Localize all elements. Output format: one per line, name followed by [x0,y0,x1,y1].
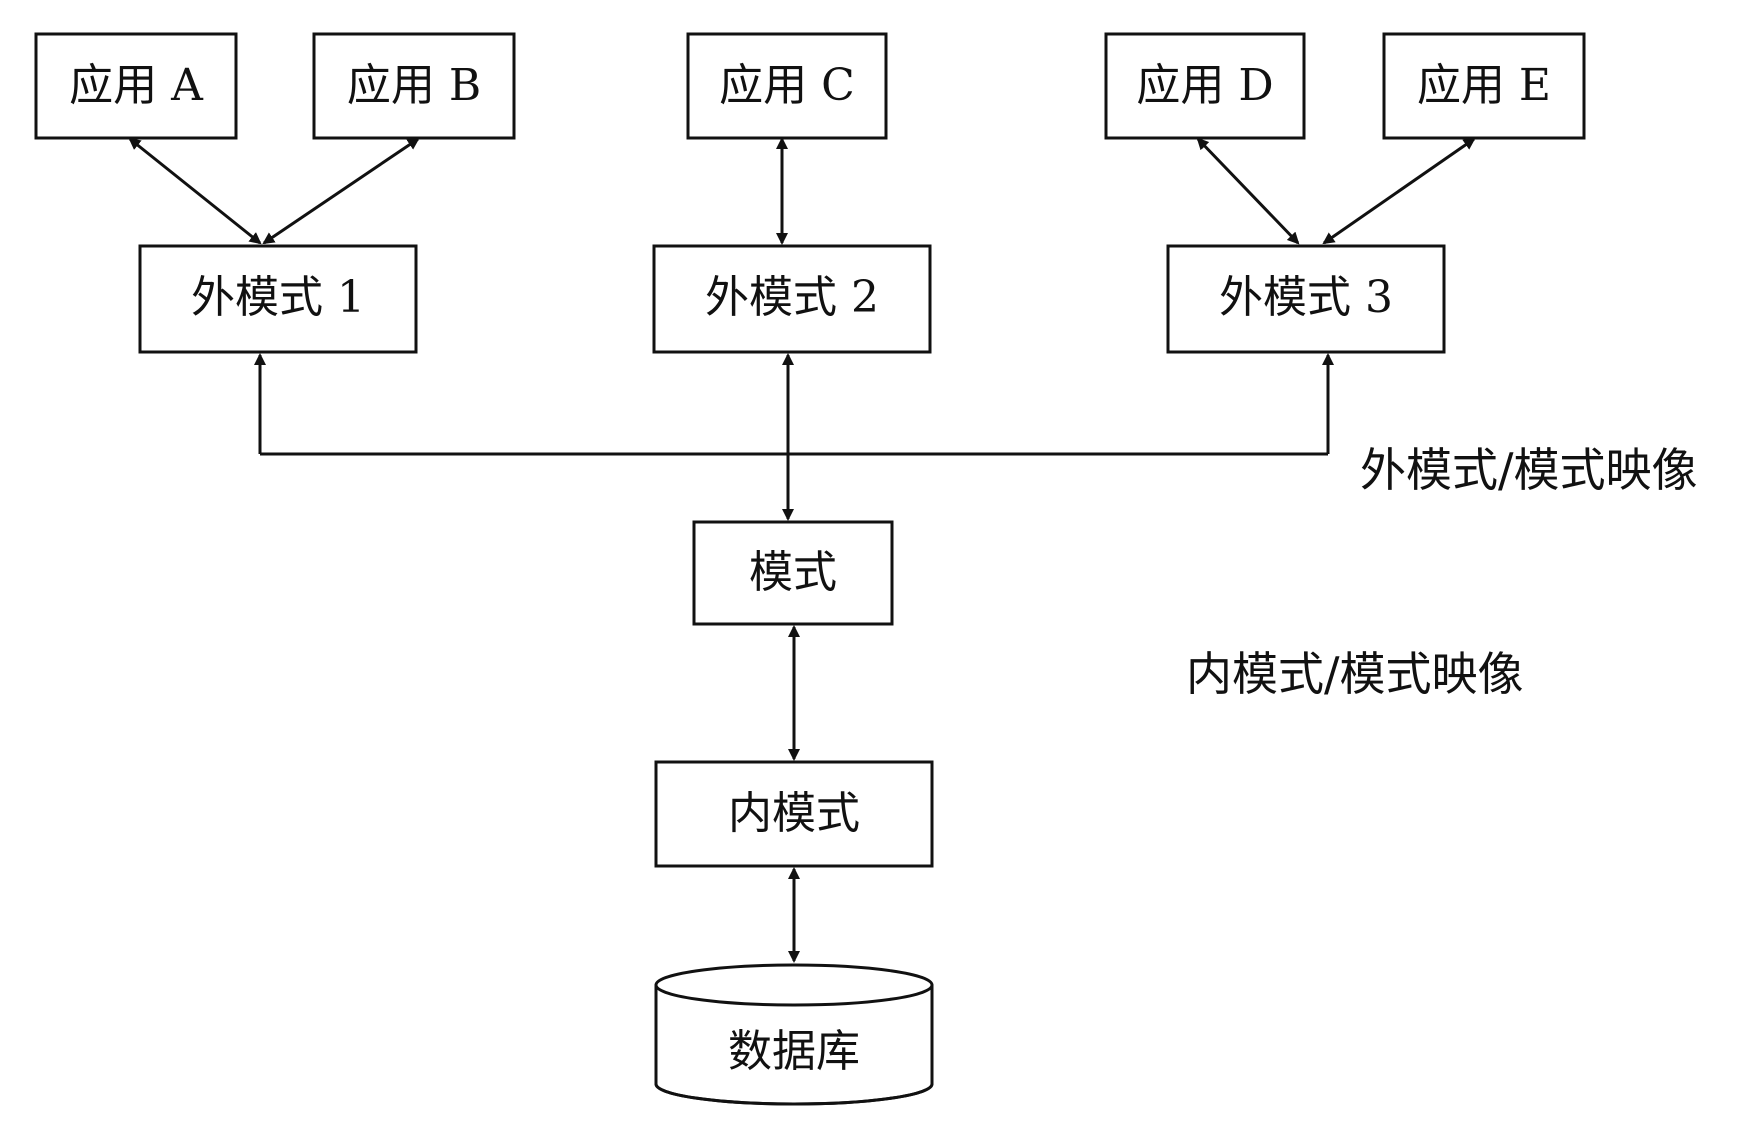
app-arrows [128,137,1476,245]
arrow-app-b-external-schema-1 [262,137,420,245]
app-box-e: 应用 E [1382,32,1586,140]
arrow-app-d-external-schema-3 [1196,137,1300,245]
internal-schema-mapping-label: 内模式/模式映像 [1186,647,1524,701]
external-schema-1-label: 外模式 1 [191,272,365,323]
external-schema-box-3: 外模式 3 [1166,244,1446,354]
app-e-label: 应用 E [1417,60,1551,111]
app-a-label: 应用 A [69,60,204,111]
external-schema-mapping-label: 外模式/模式映像 [1360,443,1698,497]
external-mapping-lines [254,353,1334,521]
app-b-label: 应用 B [347,60,481,111]
app-d-label: 应用 D [1136,60,1273,111]
app-box-c: 应用 C [686,32,888,140]
external-schema-box-2: 外模式 2 [652,244,932,354]
external-schema-box-1: 外模式 1 [138,244,418,354]
external-schema-3-label: 外模式 3 [1219,272,1393,323]
app-box-d: 应用 D [1104,32,1306,140]
app-c-label: 应用 C [719,60,855,111]
internal-schema-box: 内模式 [654,760,934,868]
database-cylinder: 数据库 [654,963,934,1106]
schema-box: 模式 [692,520,894,626]
arrow-app-e-external-schema-3 [1322,137,1476,245]
schema-label: 模式 [749,547,837,598]
external-schema-2-label: 外模式 2 [705,272,879,323]
database-label: 数据库 [728,1026,860,1077]
app-box-b: 应用 B [312,32,516,140]
app-box-a: 应用 A [34,32,238,140]
arrow-app-a-external-schema-1 [128,137,262,245]
internal-schema-label: 内模式 [728,788,860,839]
